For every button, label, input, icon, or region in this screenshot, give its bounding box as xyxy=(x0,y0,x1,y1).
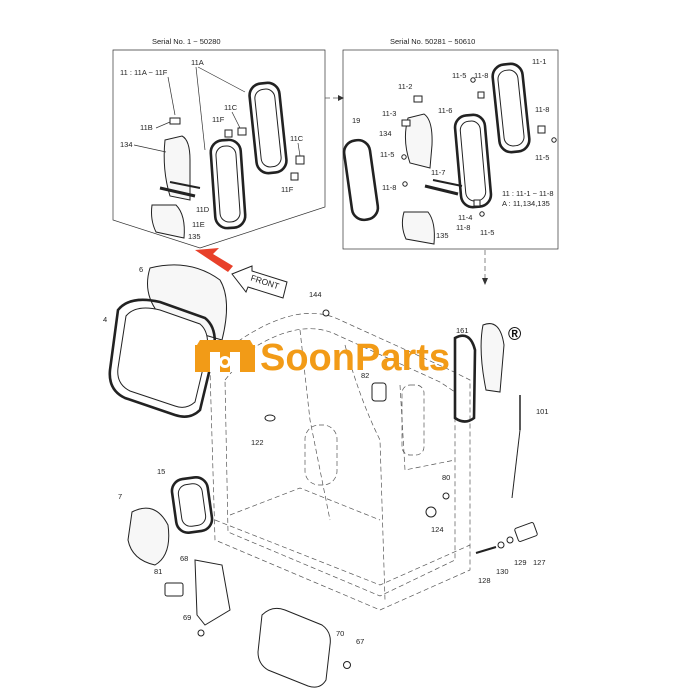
serial-right: Serial No. 50281 ~ 50610 xyxy=(390,37,475,46)
part-122 xyxy=(264,414,276,422)
label-11-8a: 11-8 xyxy=(474,71,488,80)
label-68: 68 xyxy=(180,554,188,563)
label-70: 70 xyxy=(336,629,344,638)
part-130 xyxy=(497,541,505,549)
part-69 xyxy=(197,629,205,637)
label-4: 4 xyxy=(103,315,107,324)
window-seal-11a xyxy=(209,138,247,230)
label-135-right: 135 xyxy=(436,231,449,240)
part-124 xyxy=(425,506,437,518)
part-144 xyxy=(322,309,330,317)
label-11-3: 11-3 xyxy=(382,109,396,118)
label-11-6: 11-6 xyxy=(438,106,452,115)
label-122: 122 xyxy=(251,438,264,447)
label-130: 130 xyxy=(496,567,509,576)
note-right-1: 11 : 11-1 ~ 11-8 xyxy=(502,189,554,198)
cab-frame xyxy=(209,313,471,611)
label-11-4: 11-4 xyxy=(458,213,472,222)
label-11a: 11A xyxy=(191,58,204,67)
label-11f-b: 11F xyxy=(281,185,294,194)
logo-registered-mark: ® xyxy=(508,324,521,344)
label-127: 127 xyxy=(533,558,546,567)
glass-134-right xyxy=(404,113,433,169)
note-right-2: A : 11,134,135 xyxy=(502,199,550,208)
latch-11b xyxy=(169,117,181,125)
right-inset: Serial No. 50281 ~ 50610 11-1 11-6 19 13… xyxy=(342,37,559,250)
glass-135-right xyxy=(401,211,435,245)
label-101: 101 xyxy=(536,407,549,416)
label-11-2: 11-2 xyxy=(398,82,412,91)
label-135-left: 135 xyxy=(188,232,201,241)
serial-left: Serial No. 1 ~ 50280 xyxy=(152,37,221,46)
panel-68 xyxy=(194,559,231,626)
panel-70 xyxy=(257,607,331,688)
label-11d: 11D xyxy=(196,205,210,214)
label-129: 129 xyxy=(514,558,527,567)
seal-4 xyxy=(108,298,217,418)
label-82: 82 xyxy=(361,371,369,380)
label-11-7: 11-7 xyxy=(431,168,445,177)
part-81 xyxy=(164,582,184,597)
glass-7 xyxy=(127,507,170,566)
glass-135-left xyxy=(151,204,185,239)
label-69: 69 xyxy=(183,613,191,622)
clip-11c-a xyxy=(237,127,247,136)
part-127 xyxy=(514,522,538,542)
window-seal-upper xyxy=(248,81,288,175)
label-81: 81 xyxy=(154,567,162,576)
label-19: 19 xyxy=(352,116,360,125)
part-129 xyxy=(506,536,514,544)
label-11f-a: 11F xyxy=(212,115,225,124)
label-11e: 11E xyxy=(192,220,205,229)
right-inset-frame xyxy=(342,49,559,250)
label-11c-b: 11C xyxy=(290,134,304,143)
logo-text: SoonParts xyxy=(260,337,450,379)
label-124: 124 xyxy=(431,525,444,534)
clip-11c-b xyxy=(295,155,305,165)
window-seal-11-6 xyxy=(453,113,493,209)
label-15: 15 xyxy=(157,467,165,476)
label-11-5c: 11-5 xyxy=(535,153,549,162)
label-144: 144 xyxy=(309,290,322,299)
seal-161 xyxy=(453,334,477,423)
label-11-8c: 11-8 xyxy=(382,183,396,192)
label-11-8d: 11-8 xyxy=(456,223,470,232)
note-left: 11 : 11A ~ 11F xyxy=(120,68,168,77)
red-arrow xyxy=(195,248,233,272)
label-11-1: 11-1 xyxy=(532,57,546,66)
label-11-5b: 11-5 xyxy=(380,150,394,159)
label-11c-a: 11C xyxy=(224,103,238,112)
seal-19 xyxy=(342,138,380,222)
label-11-5a: 11-5 xyxy=(452,71,466,80)
part-67 xyxy=(343,661,351,669)
seal-15 xyxy=(170,476,214,534)
label-7: 7 xyxy=(118,492,122,501)
glass-161 xyxy=(480,323,505,393)
label-6: 6 xyxy=(139,265,143,274)
label-134-right: 134 xyxy=(379,129,392,138)
clip-11f-b xyxy=(290,172,299,181)
front-arrow: FRONT xyxy=(231,265,288,299)
label-67: 67 xyxy=(356,637,364,646)
soonparts-logo: SoonParts ® xyxy=(195,324,521,379)
left-inset-frame xyxy=(112,49,326,249)
window-seal-11-1 xyxy=(491,62,531,154)
label-11-5d: 11-5 xyxy=(480,228,494,237)
label-80: 80 xyxy=(442,473,450,482)
label-134-left: 134 xyxy=(120,140,133,149)
part-80 xyxy=(442,492,450,500)
label-161: 161 xyxy=(456,326,469,335)
label-128: 128 xyxy=(478,576,491,585)
left-inset: Serial No. 1 ~ 50280 11 : 11A ~ 11F 11A … xyxy=(112,37,326,249)
label-11b: 11B xyxy=(140,123,153,132)
clip-11f-a xyxy=(224,129,233,138)
label-11-8b: 11-8 xyxy=(535,105,549,114)
part-82 xyxy=(371,382,387,402)
